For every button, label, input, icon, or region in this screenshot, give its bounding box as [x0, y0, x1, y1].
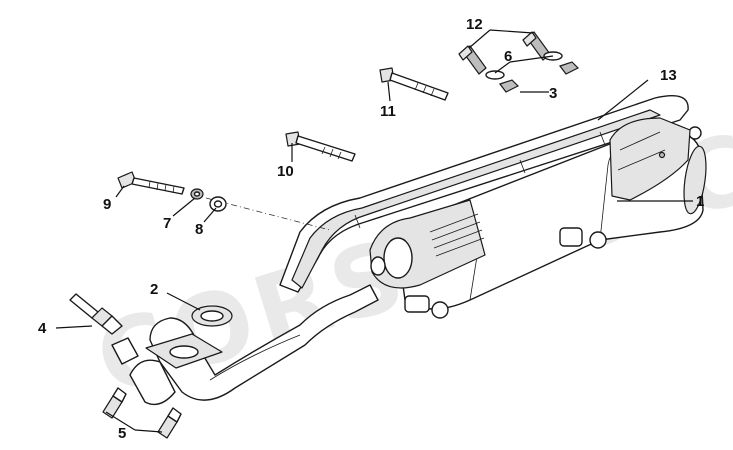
nut-3	[499, 61, 580, 93]
callout-2: 2	[150, 281, 158, 298]
callout-13: 13	[660, 67, 677, 84]
bolt-10	[285, 131, 356, 162]
washer-6	[485, 51, 563, 80]
callout-6: 6	[504, 48, 512, 65]
callout-4: 4	[38, 320, 47, 337]
washer-8	[209, 196, 227, 212]
callout-5: 5	[118, 425, 126, 442]
leader-lines	[55, 29, 693, 433]
bolt-11	[379, 67, 449, 101]
callout-9: 9	[103, 196, 111, 213]
exhaust-pipe	[111, 284, 379, 406]
oxygen-sensor	[69, 293, 123, 335]
bolt-9	[117, 171, 331, 231]
washer-7	[190, 188, 204, 200]
callout-12: 12	[466, 16, 483, 33]
exhaust-gasket	[191, 305, 233, 327]
callout-11: 11	[380, 103, 396, 120]
callout-8: 8	[195, 221, 203, 238]
callout-1: 1	[696, 193, 704, 210]
heat-shield-guard	[279, 95, 691, 293]
callout-7: 7	[163, 215, 171, 232]
callout-10: 10	[277, 163, 294, 180]
callout-3: 3	[549, 85, 557, 102]
